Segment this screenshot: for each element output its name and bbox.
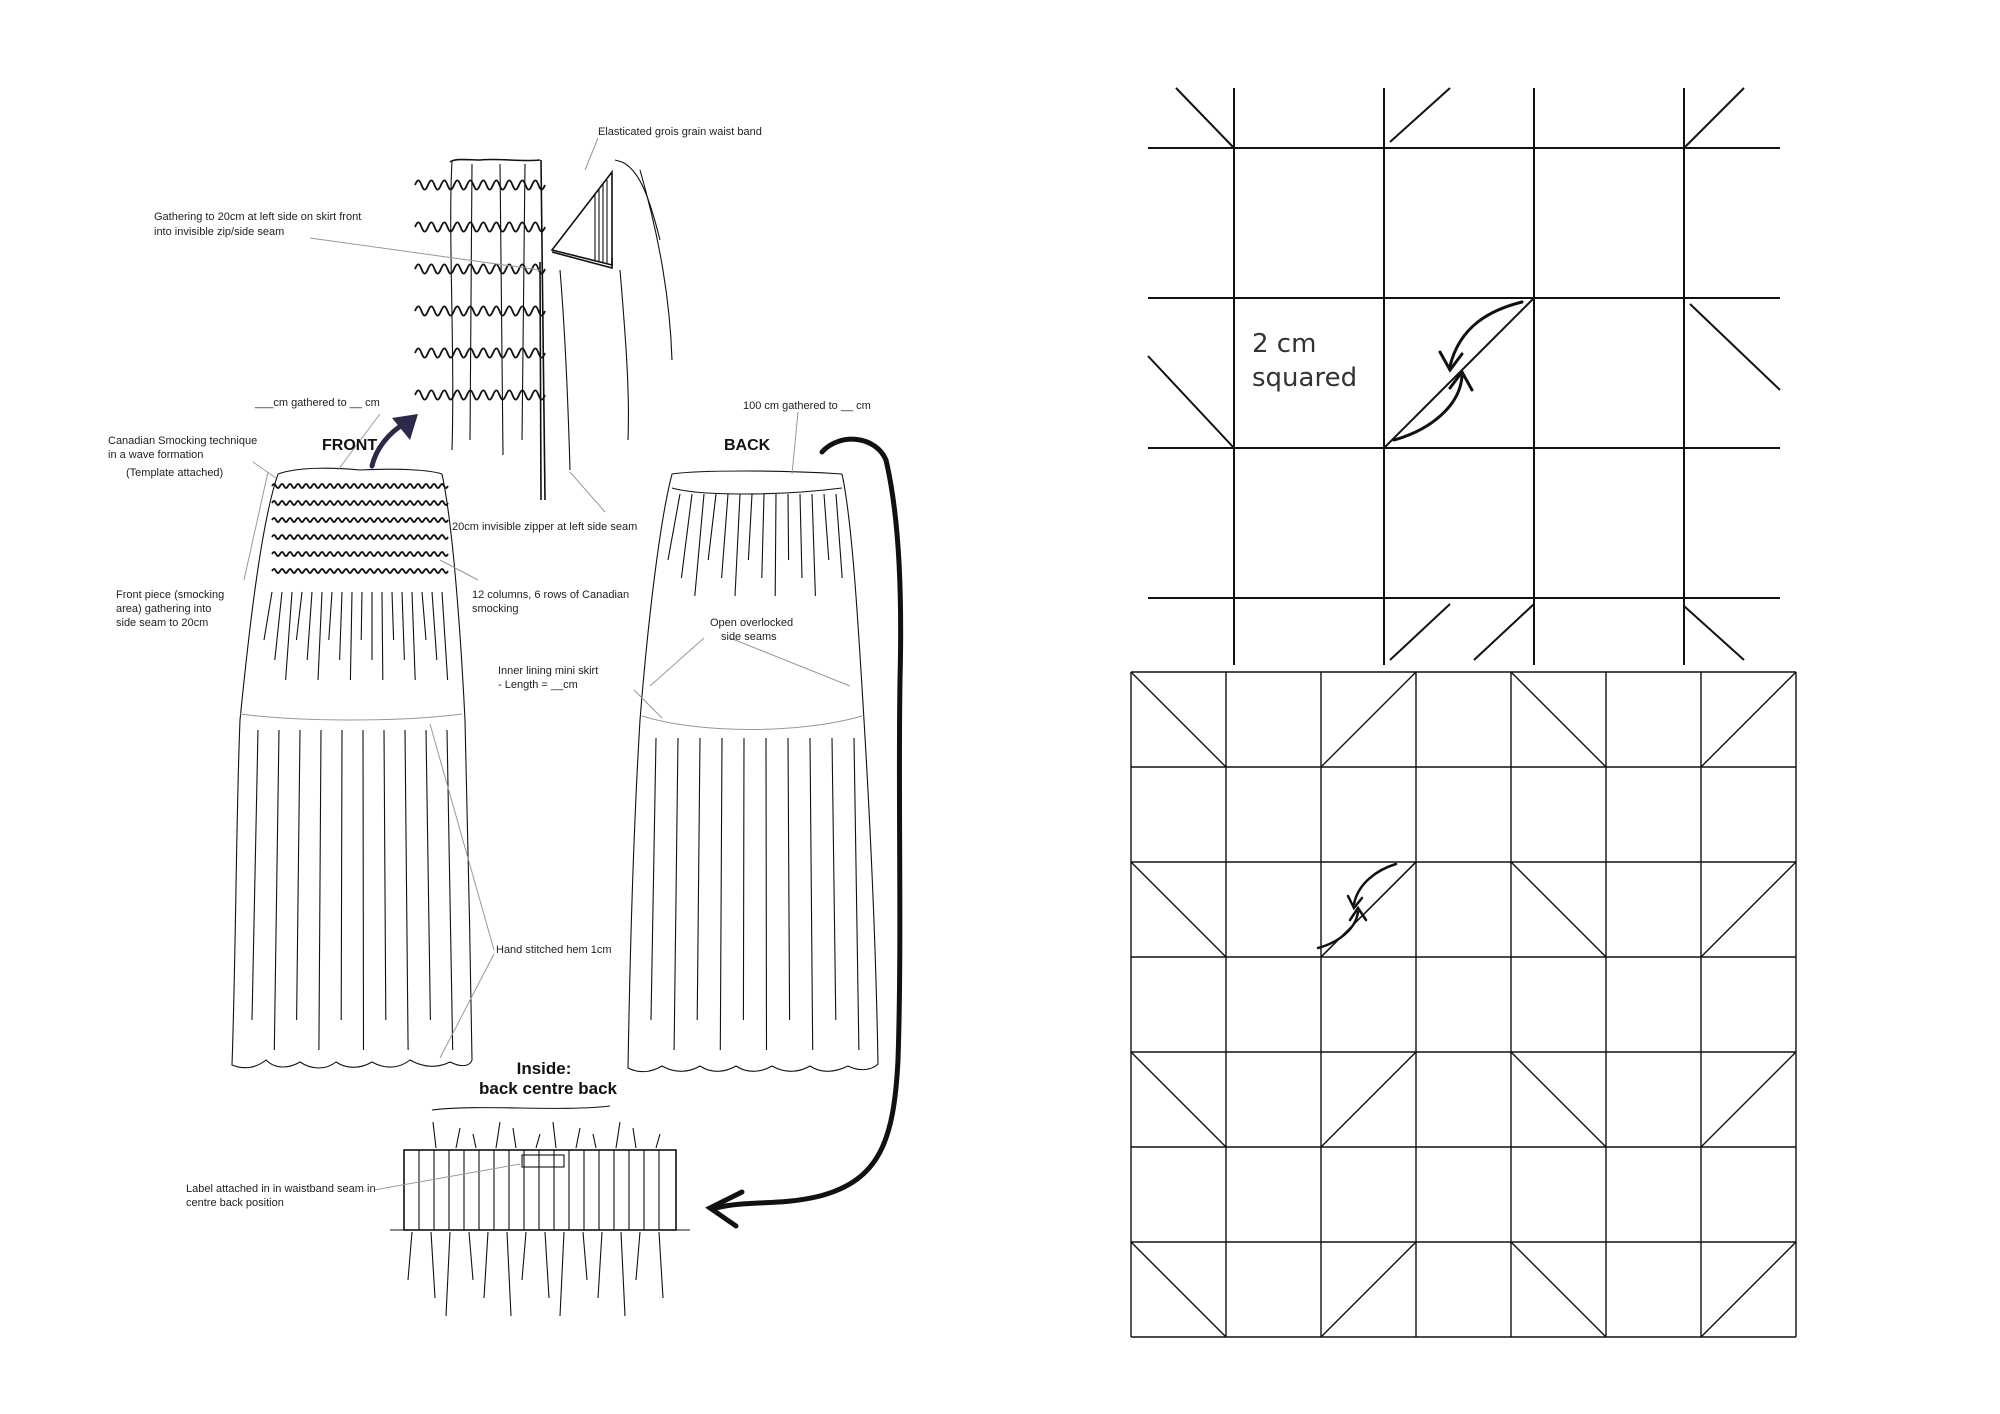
front-gathered-note: ___cm gathered to __ cm — [254, 397, 380, 409]
diagonal-stitch-line — [1130, 1241, 1227, 1338]
leader-lines — [252, 137, 851, 1191]
diagonal-stitch-line — [1389, 87, 1451, 143]
bottom-stitch-arrow-lower — [1316, 910, 1360, 950]
diagonal-stitch-line — [1510, 1051, 1607, 1148]
smocking-note-line3: (Template attached) — [126, 467, 223, 479]
front-piece-note-line2: area) gathering into — [116, 603, 211, 615]
back-skirt-view — [627, 470, 879, 1073]
diagonal-stitch-line — [1473, 603, 1535, 661]
top-stitch-arrow-upper — [1448, 300, 1524, 368]
gathering-note-line2: into invisible zip/side seam — [154, 226, 284, 238]
back-view-heading: BACK — [724, 437, 771, 454]
diagonal-stitch-line — [1389, 603, 1451, 661]
zip-detail-closeup — [414, 158, 673, 501]
inside-back-centre-view — [390, 1105, 690, 1317]
smocking-note-line2: in a wave formation — [108, 449, 203, 461]
front-view-heading: FRONT — [322, 437, 377, 454]
front-smocking-area — [271, 483, 449, 574]
label-note-line1: Label attached in in waistband seam in — [186, 1183, 376, 1195]
columns-note-line1: 12 columns, 6 rows of Canadian — [472, 589, 629, 601]
diagonal-stitch-line — [1700, 671, 1797, 768]
lining-note-line2: - Length = __cm — [498, 679, 578, 691]
diagonal-stitch-line — [1320, 1051, 1417, 1148]
diagonal-stitch-line — [1510, 671, 1607, 768]
smocking-template-panel: 2 cm squared — [1130, 87, 1797, 1338]
diagonal-stitch-line — [1683, 87, 1745, 149]
back-to-inside-arrow — [713, 436, 904, 1211]
front-skirt-view — [231, 467, 473, 1069]
technical-sketch-panel: FRONT BACK Inside: back centre back Elas… — [108, 126, 904, 1317]
diagonal-stitch-line — [1175, 87, 1235, 149]
gathering-note-line1: Gathering to 20cm at left side on skirt … — [154, 211, 361, 223]
enlarged-smocking-grid — [1147, 87, 1781, 665]
diagonal-stitch-line — [1510, 1241, 1607, 1338]
diagonal-stitch-line — [1683, 605, 1745, 661]
scale-label-line1: 2 cm — [1252, 329, 1316, 359]
diagonal-stitch-line — [1510, 861, 1607, 958]
inside-view-subheading: back centre back — [479, 1079, 618, 1098]
waistband-note: Elasticated grois grain waist band — [598, 126, 762, 138]
label-note-line2: centre back position — [186, 1197, 284, 1209]
top-stitch-arrow-lower — [1392, 374, 1464, 442]
diagonal-stitch-line — [1320, 861, 1417, 958]
back-gathered-note: 100 cm gathered to __ cm — [743, 400, 871, 412]
zip-smocking-waves — [414, 179, 546, 401]
front-callout-arrowhead — [392, 414, 418, 440]
diagonal-stitch-line — [1700, 1051, 1797, 1148]
inside-view-heading: Inside: — [517, 1059, 572, 1078]
front-piece-note-line3: side seam to 20cm — [116, 617, 208, 629]
full-smocking-grid — [1130, 671, 1797, 1338]
diagonal-stitch-line — [1700, 1241, 1797, 1338]
overlock-note-line1: Open overlocked — [710, 617, 793, 629]
columns-note-line2: smocking — [472, 603, 518, 615]
diagonal-stitch-line — [1130, 861, 1227, 958]
scale-label-line2: squared — [1252, 363, 1357, 393]
diagonal-stitch-line — [1320, 1241, 1417, 1338]
garment-label — [521, 1154, 565, 1168]
diagonal-stitch-line — [1700, 861, 1797, 958]
hem-note: Hand stitched hem 1cm — [496, 944, 612, 956]
diagonal-stitch-line — [1147, 355, 1235, 449]
diagonal-stitch-line — [1320, 671, 1417, 768]
smocking-note-line1: Canadian Smocking technique — [108, 435, 257, 447]
diagonal-stitch-line — [1689, 303, 1781, 391]
bottom-stitch-arrow-upper — [1352, 862, 1398, 906]
diagonal-stitch-line — [1130, 1051, 1227, 1148]
front-piece-note-line1: Front piece (smocking — [116, 589, 224, 601]
back-to-inside-arrowhead — [705, 1189, 745, 1229]
overlock-note-line2: side seams — [721, 631, 777, 643]
lining-note-line1: Inner lining mini skirt — [498, 665, 598, 677]
diagonal-stitch-line — [1383, 297, 1535, 449]
zipper-note: 20cm invisible zipper at left side seam — [452, 521, 637, 533]
diagonal-stitch-line — [1130, 671, 1227, 768]
